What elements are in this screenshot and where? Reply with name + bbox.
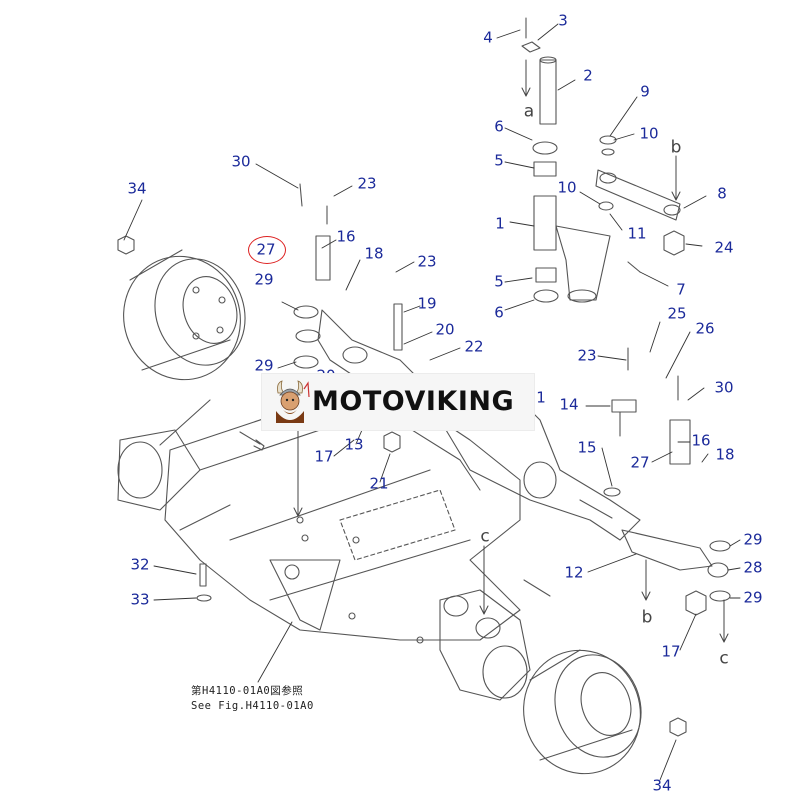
view-mark-b: b (670, 137, 682, 158)
callout-label: 29 (254, 356, 274, 375)
callout-label: 5 (494, 151, 504, 170)
callout-label: 18 (715, 445, 735, 464)
callout-label: 24 (714, 238, 734, 257)
callout-label: 33 (130, 590, 150, 609)
callout-label: 12 (564, 563, 584, 582)
callout-label: 34 (652, 776, 672, 795)
bolt-right-center (523, 579, 551, 597)
bolt-32 (199, 563, 207, 587)
callout-label: 9 (640, 82, 650, 101)
right-steering-arm (603, 347, 731, 616)
view-mark-a: a (523, 101, 535, 122)
callout-label: 21 (369, 474, 389, 493)
callout-label: 29 (743, 588, 763, 607)
viking-mascot-icon (276, 380, 310, 423)
view-mark-c: c (719, 648, 729, 669)
wheel-nut-left (117, 235, 135, 255)
bolt-lower-center (239, 431, 265, 451)
callout-label: 16 (336, 227, 356, 246)
view-mark-c: c (480, 526, 490, 547)
callout-label: 25 (667, 304, 687, 323)
callout-label: 17 (314, 447, 334, 466)
figure-reference-en: See Fig.H4110-01A0 (191, 700, 314, 712)
washer-33 (196, 594, 212, 602)
axle-housing (117, 379, 521, 644)
callout-label: 27 (630, 453, 650, 472)
right-wheel-rim (523, 649, 642, 775)
callout-label: 23 (417, 252, 437, 271)
callout-label: 19 (417, 294, 437, 313)
callout-label: 14 (559, 395, 579, 414)
callout-label: 23 (577, 346, 597, 365)
view-mark-b: b (641, 607, 653, 628)
figure-reference-jp: 第H4110-01A0図参照 (191, 685, 304, 697)
callout-label: 29 (743, 530, 763, 549)
view-arrows (293, 59, 729, 643)
callout-label: 26 (695, 319, 715, 338)
callout-label: 18 (364, 244, 384, 263)
callout-label: 30 (231, 152, 251, 171)
leader-lines (123, 23, 741, 781)
callout-label: 11 (627, 224, 647, 243)
callout-label: 3 (558, 11, 568, 30)
callout-label: 17 (661, 642, 681, 661)
wheel-nut-right (669, 717, 687, 737)
callout-label: 32 (130, 555, 150, 574)
callout-label: 30 (714, 378, 734, 397)
callout-label: 16 (691, 431, 711, 450)
watermark-banner: MOTOVIKING (262, 374, 534, 430)
callout-label: 34 (127, 179, 147, 198)
callout-label: 22 (464, 337, 484, 356)
left-wheel-rim (123, 249, 246, 381)
callout-label: 6 (494, 303, 504, 322)
callout-label: 4 (483, 28, 493, 47)
highlight-circle (248, 236, 286, 264)
callout-label: 6 (494, 117, 504, 136)
callout-label: 2 (583, 66, 593, 85)
callout-label: 10 (639, 124, 659, 143)
callout-label: 7 (676, 280, 686, 299)
watermark-text: MOTOVIKING (312, 386, 515, 417)
callout-label: 13 (344, 435, 364, 454)
callout-label: 29 (254, 270, 274, 289)
king-pin-assembly (521, 17, 685, 303)
callout-label: 10 (557, 178, 577, 197)
callout-label: 1 (495, 214, 505, 233)
callout-label: 28 (743, 558, 763, 577)
callout-label: 1 (536, 388, 546, 407)
callout-label: 20 (435, 320, 455, 339)
right-knuckle (439, 589, 531, 701)
callout-label: 8 (717, 184, 727, 203)
callout-label: 5 (494, 272, 504, 291)
callout-label: 15 (577, 438, 597, 457)
callout-label: 23 (357, 174, 377, 193)
